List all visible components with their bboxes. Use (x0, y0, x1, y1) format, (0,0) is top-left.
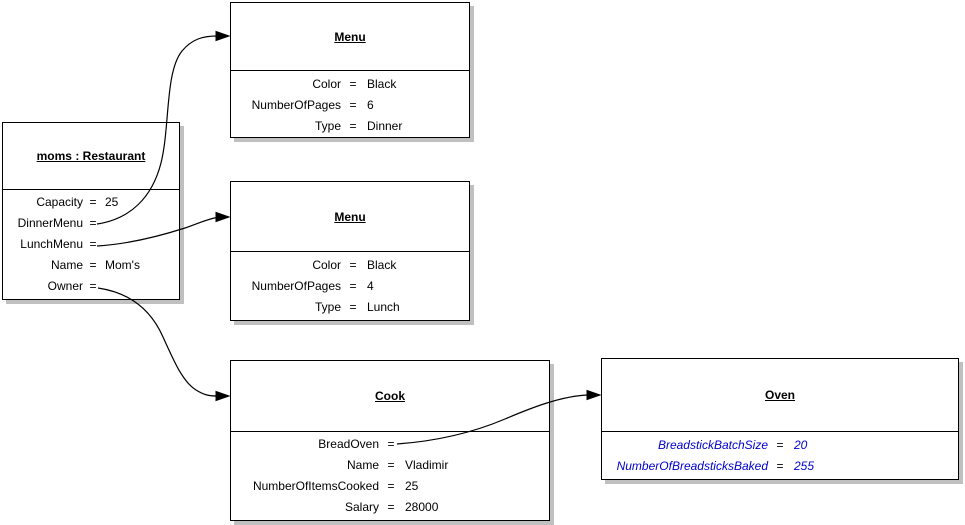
attribute-name: NumberOfPages (251, 98, 341, 112)
equals-sign: = (349, 258, 357, 272)
attribute-name: NumberOfItemsCooked (252, 479, 379, 493)
arrowhead (215, 30, 231, 42)
attribute-name: Type (314, 300, 341, 314)
attribute-row-capacity: Capacity = 25 (3, 192, 179, 213)
object-title: Menu (334, 209, 366, 224)
object-title: moms : Restaurant (36, 149, 146, 163)
equals-sign: = (349, 119, 357, 133)
attribute-value (403, 434, 549, 455)
equals-sign: = (776, 459, 784, 473)
attribute-value: Black (367, 258, 397, 272)
equals-sign: = (387, 500, 395, 514)
attribute-value (103, 276, 179, 297)
attribute-name: Color (312, 77, 341, 91)
object-attribute-compartment: BreadstickBatchSize = 20 NumberOfBreadst… (602, 432, 958, 477)
object-title: Cook (375, 389, 405, 403)
equals-sign: = (89, 258, 97, 272)
attribute-row-name: Name = Vladimir (231, 455, 549, 476)
attribute-name: BreadOven (318, 437, 379, 451)
attribute-value: 28000 (405, 500, 439, 514)
attribute-row-numberofitemscooked: NumberOfItemsCooked = 25 (231, 476, 549, 497)
attribute-value: Dinner (367, 119, 403, 133)
equals-sign: = (89, 195, 97, 209)
attribute-name: Capacity (36, 195, 83, 209)
attribute-name: NumberOfPages (251, 279, 341, 293)
arrowhead (586, 389, 602, 401)
object-attribute-compartment: Capacity = 25 DinnerMenu = LunchMenu = N… (3, 190, 179, 297)
attribute-value: 25 (105, 195, 119, 209)
object-box-cook[interactable]: Cook BreadOven = Name = Vladimir NumberO… (230, 360, 550, 521)
attribute-name: Name (50, 258, 83, 272)
object-attribute-compartment: BreadOven = Name = Vladimir NumberOfItem… (231, 432, 549, 518)
object-title-compartment: Menu (231, 3, 469, 71)
attribute-value (103, 234, 179, 255)
equals-sign: = (349, 77, 357, 91)
object-box-oven[interactable]: Oven BreadstickBatchSize = 20 NumberOfBr… (601, 358, 959, 480)
equals-sign: = (387, 479, 395, 493)
attribute-name: LunchMenu (20, 237, 83, 251)
attribute-row-numberofpages: NumberOfPages = 4 (231, 276, 469, 297)
arrowhead (215, 390, 231, 402)
object-box-menu-dinner[interactable]: Menu Color = Black NumberOfPages = 6 Typ… (230, 2, 470, 138)
attribute-row-color: Color = Black (231, 255, 469, 276)
object-box-menu-lunch[interactable]: Menu Color = Black NumberOfPages = 4 Typ… (230, 181, 470, 321)
attribute-value: Lunch (367, 300, 400, 314)
attribute-row-numberofpages: NumberOfPages = 6 (231, 95, 469, 116)
object-title-compartment: Menu (231, 182, 469, 252)
equals-sign: = (349, 279, 357, 293)
attribute-name: Owner (47, 279, 83, 293)
attribute-name: Color (312, 258, 341, 272)
attribute-row-color: Color = Black (231, 74, 469, 95)
equals-sign: = (89, 216, 97, 230)
attribute-row-breadoven: BreadOven = (231, 434, 549, 455)
attribute-row-type: Type = Lunch (231, 297, 469, 318)
connector-owner-to-cook[interactable] (97, 287, 231, 402)
equals-sign: = (89, 279, 97, 293)
attribute-value: 20 (794, 438, 808, 452)
attribute-value: 25 (405, 479, 419, 493)
attribute-name: BreadstickBatchSize (657, 438, 768, 452)
attribute-name: Salary (344, 500, 379, 514)
attribute-row-salary: Salary = 28000 (231, 497, 549, 518)
equals-sign: = (387, 458, 395, 472)
object-title-compartment: moms : Restaurant (3, 123, 179, 190)
object-attribute-compartment: Color = Black NumberOfPages = 6 Type = D… (231, 71, 469, 137)
arrowhead (215, 211, 231, 223)
attribute-row-numberofbreadsticksbaked: NumberOfBreadsticksBaked = 255 (602, 456, 958, 477)
attribute-row-breadstickbatchsize: BreadstickBatchSize = 20 (602, 435, 958, 456)
attribute-name: Name (346, 458, 379, 472)
attribute-value: Vladimir (405, 458, 449, 472)
attribute-value: 255 (794, 459, 815, 473)
equals-sign: = (349, 300, 357, 314)
attribute-value: 4 (367, 279, 374, 293)
object-title-compartment: Oven (602, 359, 958, 432)
object-title: Menu (334, 29, 366, 44)
attribute-row-owner: Owner = (3, 276, 179, 297)
object-title-compartment: Cook (231, 361, 549, 432)
attribute-value: Mom's (105, 258, 140, 272)
attribute-row-name: Name = Mom's (3, 255, 179, 276)
equals-sign: = (776, 438, 784, 452)
attribute-name: Type (314, 119, 341, 133)
attribute-value: 6 (367, 98, 374, 112)
equals-sign: = (349, 98, 357, 112)
equals-sign: = (387, 437, 395, 451)
object-box-moms-restaurant[interactable]: moms : Restaurant Capacity = 25 DinnerMe… (2, 122, 180, 300)
attribute-name: DinnerMenu (17, 216, 83, 230)
object-title: Oven (764, 388, 795, 402)
object-attribute-compartment: Color = Black NumberOfPages = 4 Type = L… (231, 252, 469, 318)
attribute-name: NumberOfBreadsticksBaked (616, 459, 768, 473)
equals-sign: = (89, 237, 97, 251)
attribute-row-type: Type = Dinner (231, 116, 469, 137)
attribute-row-lunchmenu: LunchMenu = (3, 234, 179, 255)
attribute-row-dinnermenu: DinnerMenu = (3, 213, 179, 234)
attribute-value (103, 213, 179, 234)
attribute-value: Black (367, 77, 397, 91)
